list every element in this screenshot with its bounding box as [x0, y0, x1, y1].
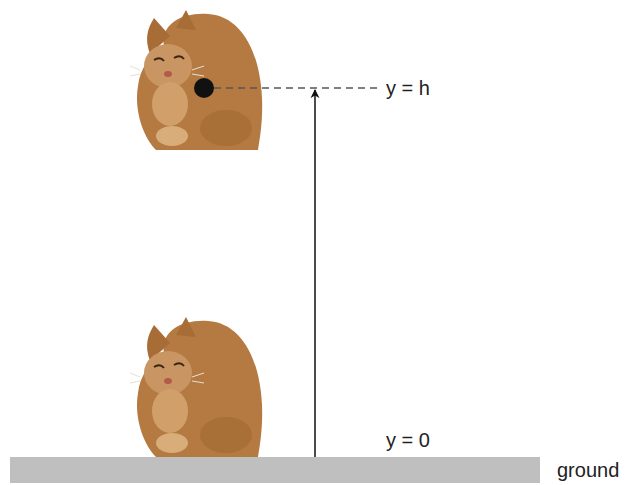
ground-bar	[10, 457, 540, 483]
height-label: y = h	[386, 76, 430, 100]
cat-picture	[130, 317, 262, 457]
lift-arrow	[314, 90, 316, 457]
cat-picture	[130, 10, 262, 150]
height-guide	[214, 87, 378, 89]
height-label: y = 0	[386, 428, 430, 452]
center-of-mass-dot	[194, 78, 214, 98]
ground-label: ground	[557, 458, 619, 482]
